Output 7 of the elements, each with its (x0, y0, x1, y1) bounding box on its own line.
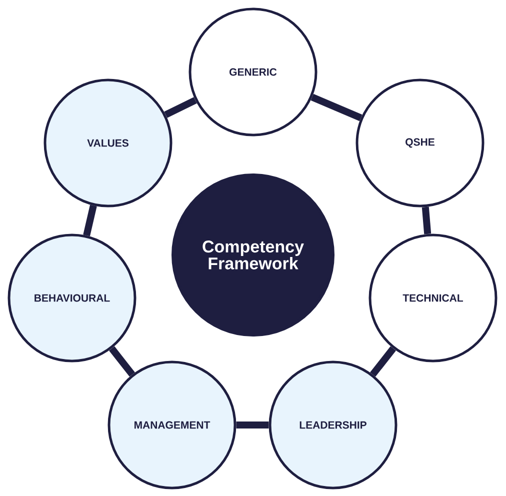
connector-line (310, 94, 362, 122)
connector-line (164, 97, 197, 118)
connector-line (422, 206, 432, 234)
connector-line (236, 422, 269, 428)
connector-line (83, 204, 97, 236)
connector-line (370, 346, 396, 377)
connector-line (109, 346, 135, 377)
